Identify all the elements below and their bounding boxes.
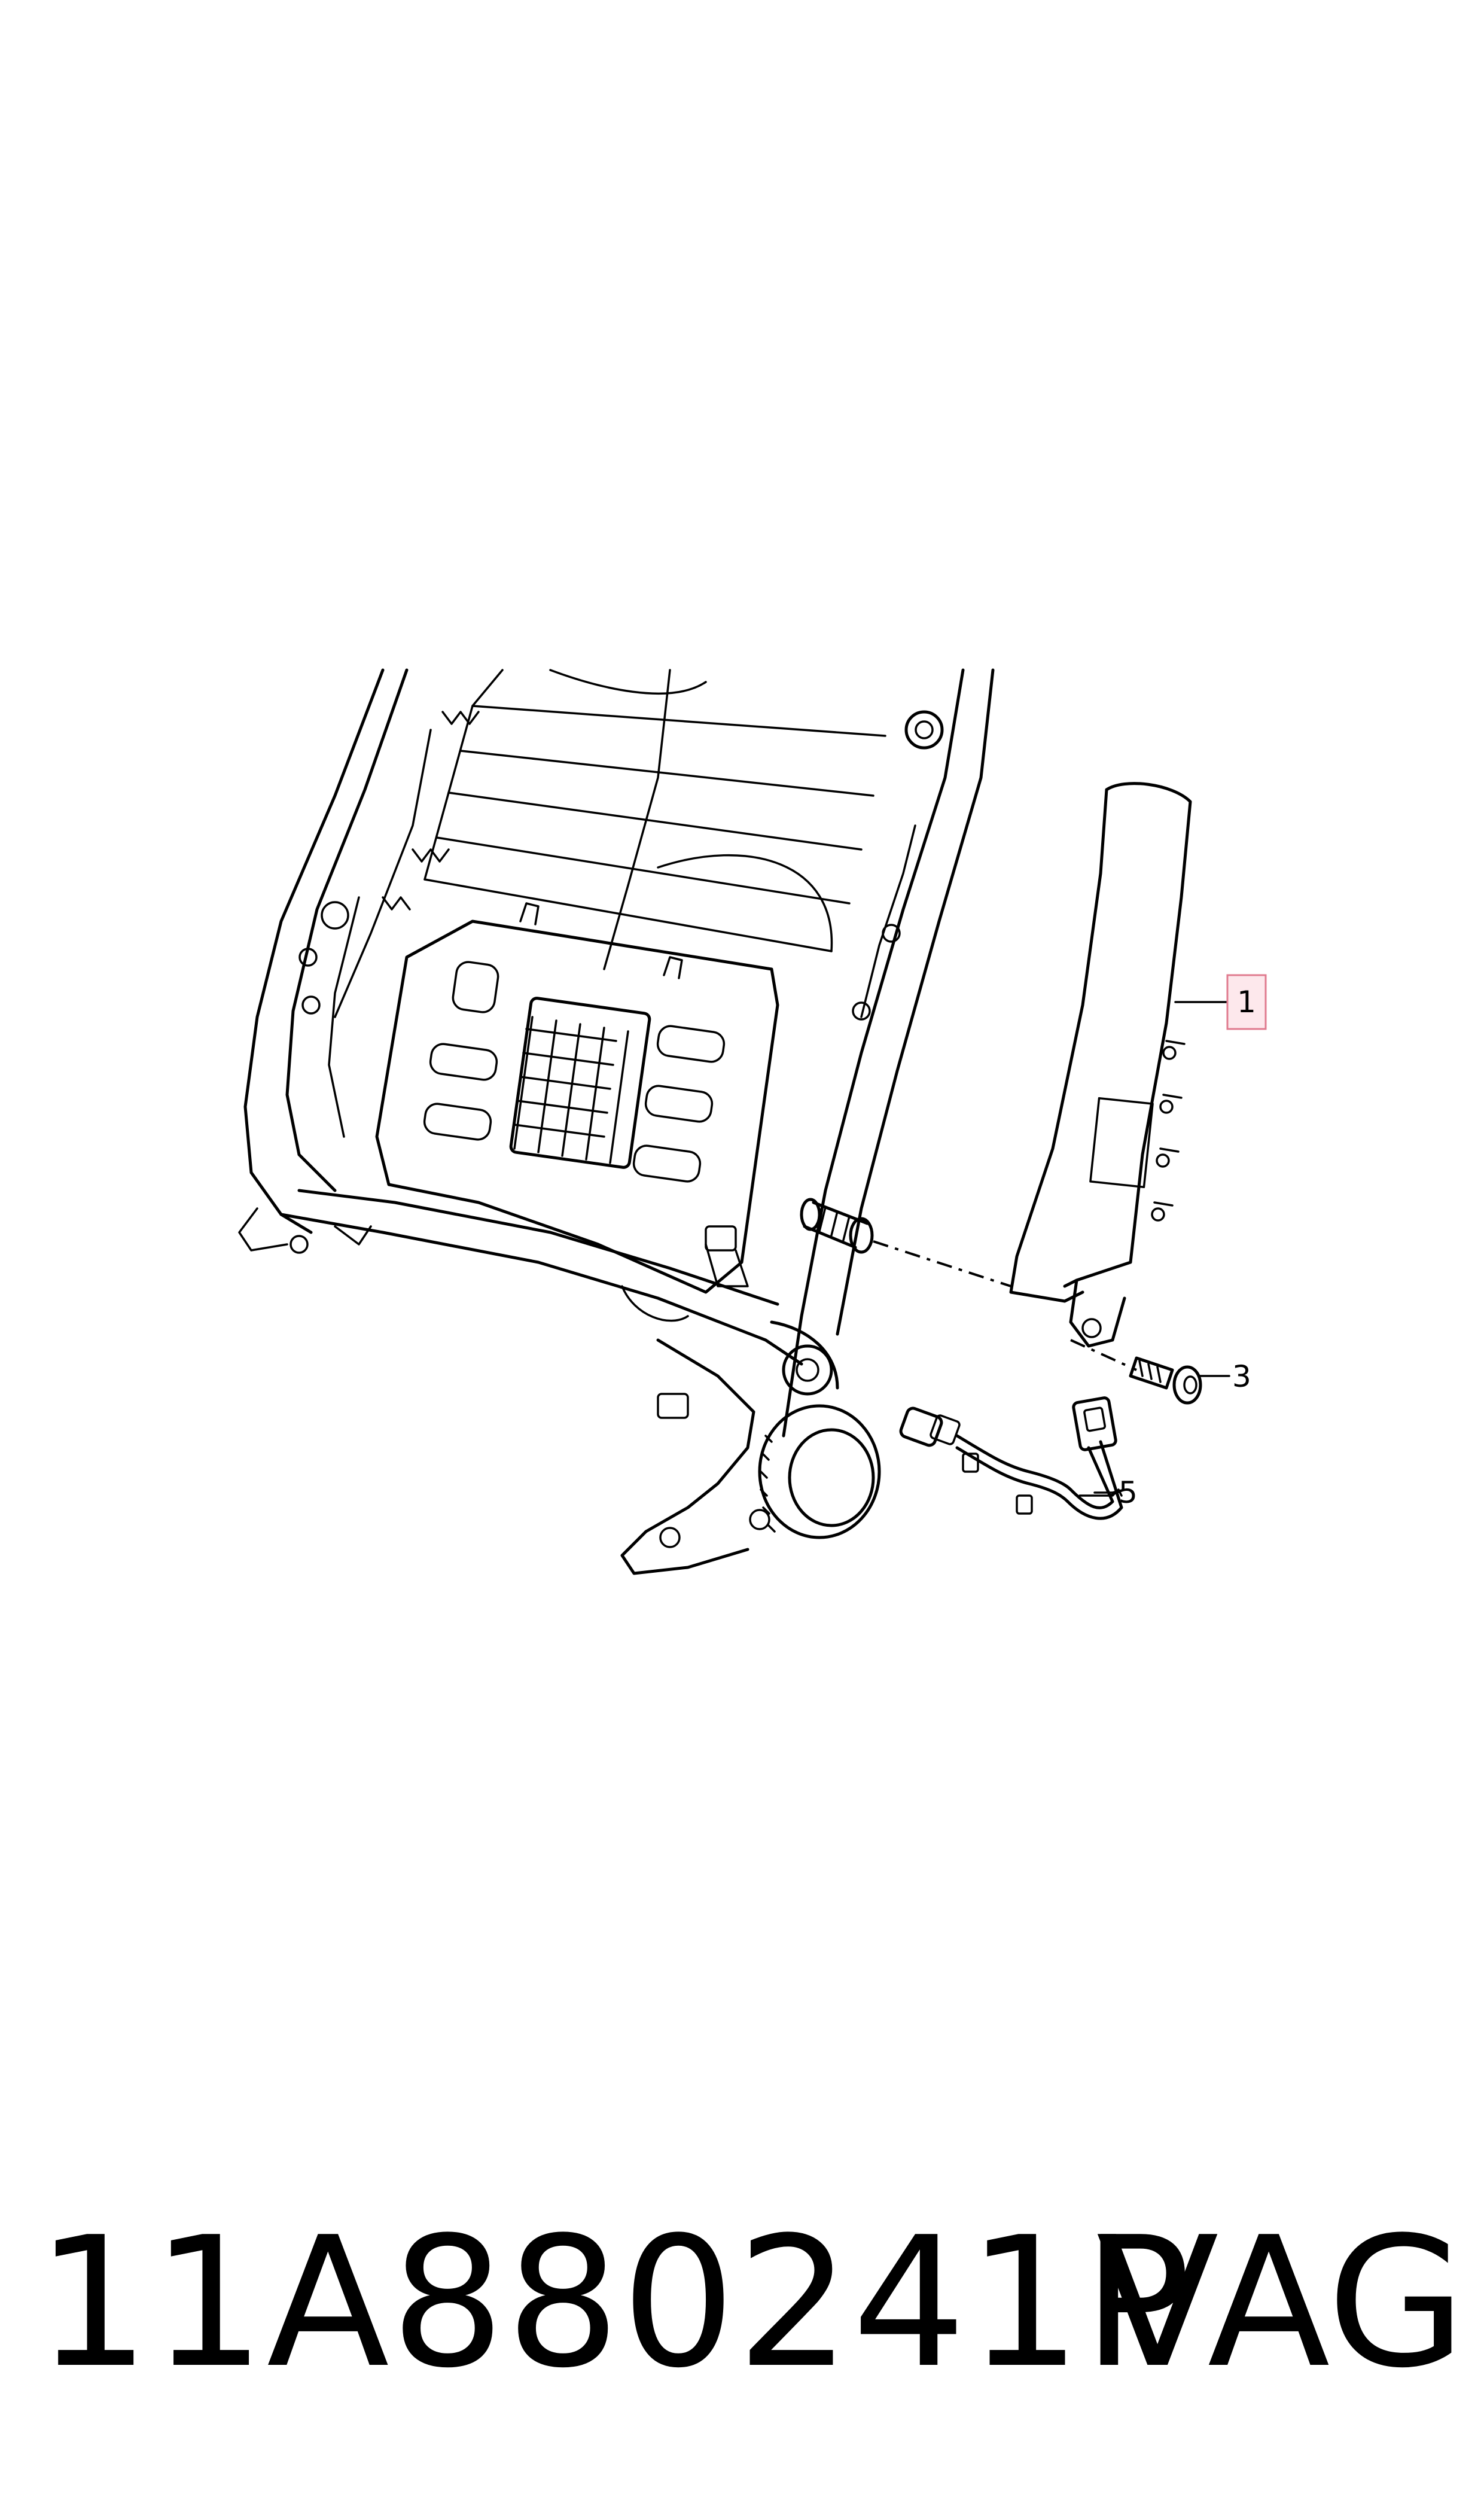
wiring-harness: [899, 1396, 1123, 1520]
assembly-line: [1070, 1339, 1137, 1371]
side-airbag-module: [1009, 782, 1192, 1348]
svg-text:3: 3: [1232, 1359, 1251, 1394]
svg-text:5: 5: [1119, 1475, 1138, 1510]
callout-1: 1: [1226, 974, 1267, 1030]
seat-backrest-frame: [238, 668, 995, 1575]
svg-text:1: 1: [1237, 985, 1256, 1019]
callout-3: 3: [1232, 1359, 1251, 1394]
assembly-line: [873, 1240, 1011, 1287]
callout-5: 5: [1119, 1475, 1138, 1510]
leader-line-5: [1111, 1488, 1123, 1497]
part-number-caption: 11A880241P: [36, 2199, 1193, 2407]
brand-caption: VAG: [1096, 2199, 1466, 2407]
screw: [1129, 1356, 1202, 1405]
